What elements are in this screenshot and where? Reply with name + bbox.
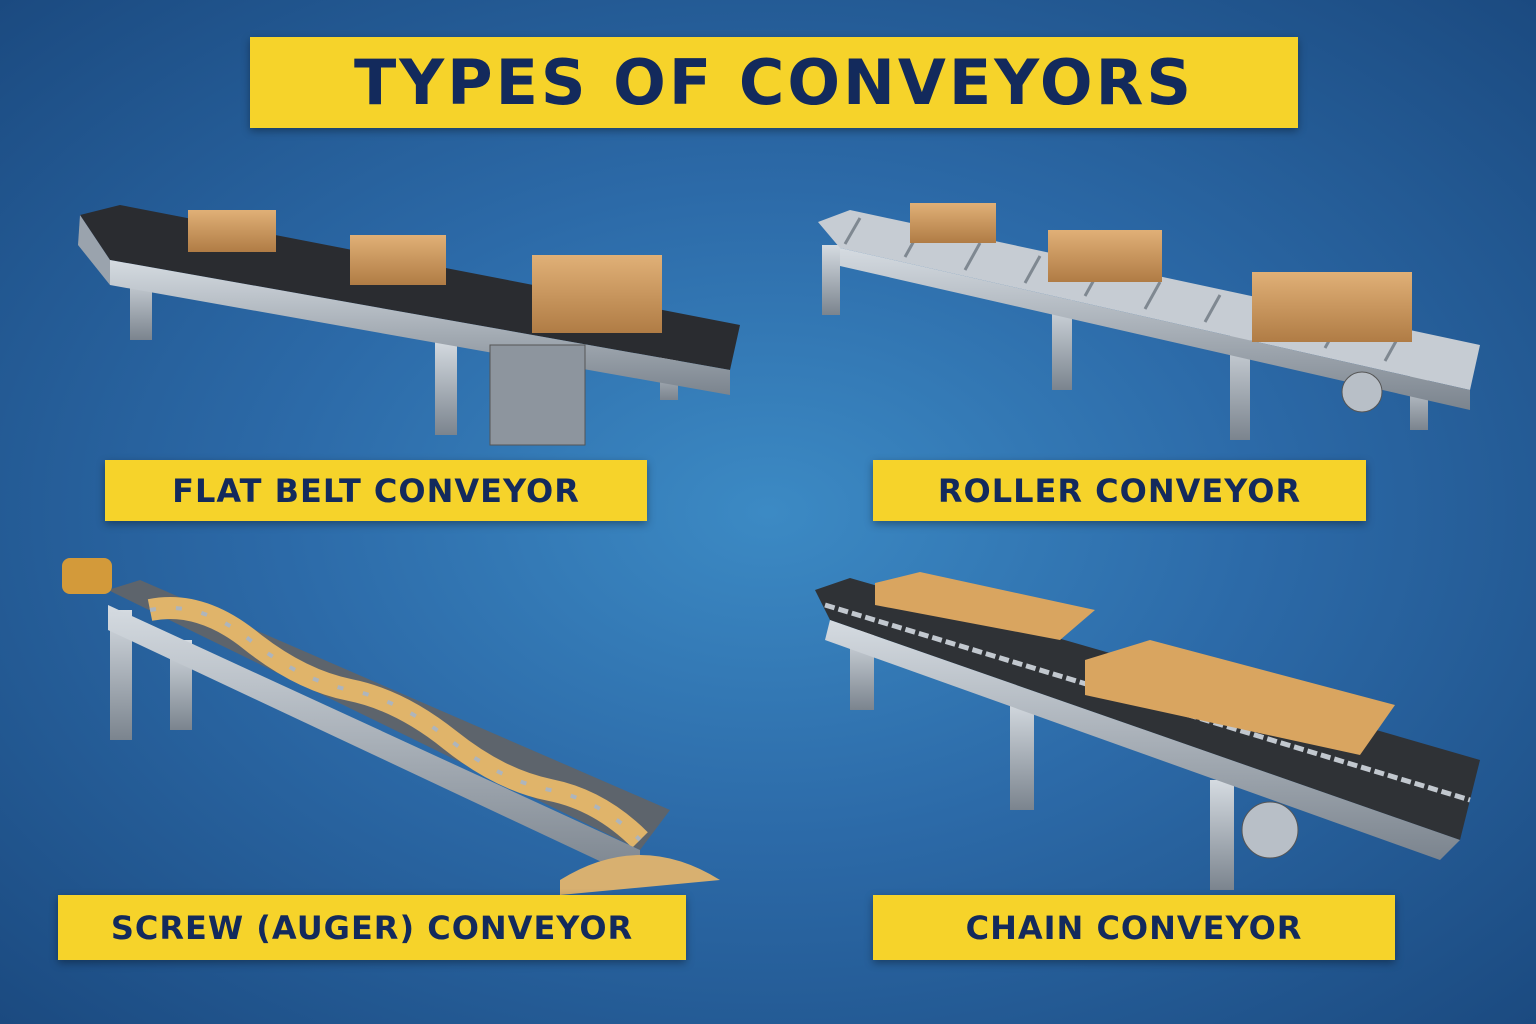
chain-conveyor-illustration (815, 572, 1480, 890)
box (350, 235, 446, 285)
chain-conveyor-label: CHAIN CONVEYOR (873, 895, 1395, 960)
box (1048, 230, 1162, 282)
screw-conveyor-illustration (62, 558, 720, 895)
box (1252, 272, 1412, 342)
roller-conveyor-label: ROLLER CONVEYOR (873, 460, 1366, 521)
flat-belt-conveyor-label: FLAT BELT CONVEYOR (105, 460, 647, 521)
box (910, 203, 996, 243)
screw-conveyor-label: SCREW (AUGER) CONVEYOR (58, 895, 686, 960)
box (532, 255, 662, 333)
flat-belt-conveyor-illustration (78, 205, 740, 446)
box (188, 210, 276, 252)
page-title: TYPES OF CONVEYORS (250, 37, 1298, 128)
roller-conveyor-illustration (818, 203, 1480, 440)
